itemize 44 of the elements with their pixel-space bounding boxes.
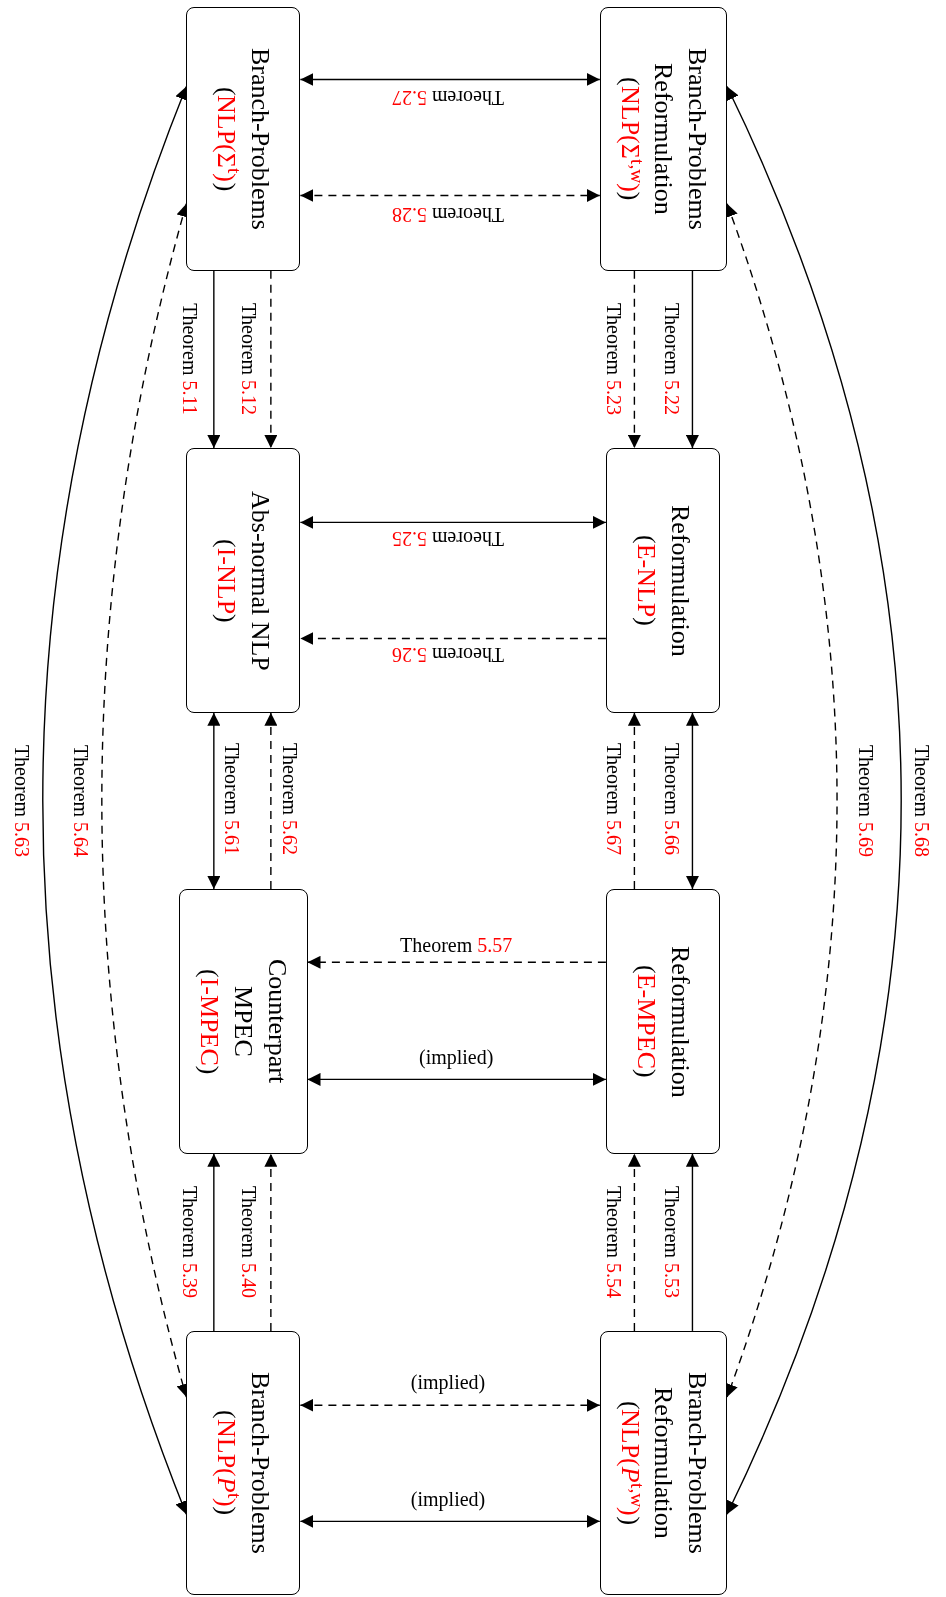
arrow bbox=[264, 270, 278, 449]
node-label: Reformulation bbox=[664, 945, 696, 1098]
rounded-box bbox=[599, 7, 728, 271]
node-label: (I-NLP) bbox=[211, 537, 243, 625]
arrow bbox=[299, 515, 607, 529]
arrow bbox=[627, 270, 641, 449]
edge-label: (implied) bbox=[418, 1046, 494, 1068]
rounded-box bbox=[599, 1330, 728, 1595]
arrow bbox=[725, 202, 838, 1398]
rounded-box bbox=[186, 7, 301, 271]
node-label: Branch-Problems bbox=[245, 48, 277, 230]
arrow bbox=[299, 1398, 601, 1412]
node-label: Branch-Problems bbox=[245, 1371, 277, 1554]
rounded-box bbox=[605, 448, 720, 713]
arrow bbox=[685, 712, 699, 890]
arrow bbox=[264, 1153, 278, 1332]
node-label: (I-MPEC) bbox=[194, 967, 226, 1077]
arrow bbox=[207, 712, 221, 890]
arrow bbox=[726, 85, 902, 1515]
arrow bbox=[42, 85, 188, 1515]
node-label: Branch-Problems Reformulation bbox=[648, 1370, 714, 1556]
node-label: Counterpart MPEC bbox=[228, 958, 294, 1086]
rounded-box bbox=[605, 888, 720, 1154]
arrow bbox=[299, 631, 607, 645]
rounded-box bbox=[186, 448, 301, 713]
arrow bbox=[299, 189, 601, 202]
node-label: Branch-Problems Reformulation bbox=[648, 47, 714, 232]
node-label: Abs-normal NLP bbox=[245, 490, 277, 671]
arrow bbox=[207, 1153, 221, 1332]
rounded-box bbox=[186, 1330, 301, 1595]
arrow bbox=[685, 270, 699, 449]
arrow bbox=[299, 1514, 601, 1528]
node-label: Reformulation bbox=[664, 504, 696, 657]
arrow bbox=[207, 270, 221, 449]
arrow bbox=[264, 712, 278, 890]
node-label: (E-NLP) bbox=[630, 533, 662, 628]
rounded-box bbox=[179, 888, 308, 1154]
arrow bbox=[685, 1153, 699, 1332]
node-label: (E-MPEC) bbox=[630, 964, 662, 1080]
arrow bbox=[299, 72, 601, 86]
arrow bbox=[627, 1153, 641, 1332]
arrow bbox=[627, 712, 641, 890]
arrow bbox=[306, 1072, 607, 1086]
arrow bbox=[306, 955, 607, 969]
